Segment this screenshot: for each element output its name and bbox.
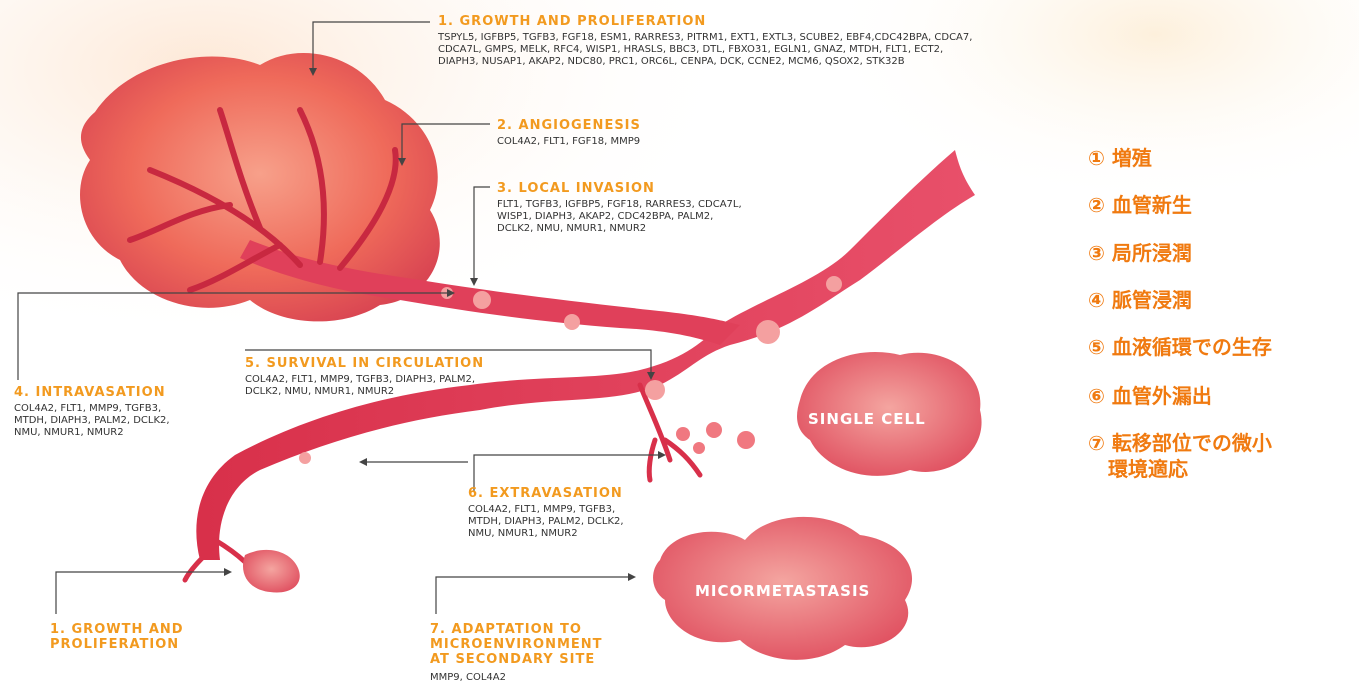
stage1-bottom-title: 1. GROWTH AND PROLIFERATION — [50, 622, 184, 652]
stage1-title: 1. GROWTH AND PROLIFERATION — [438, 14, 706, 29]
legend-item-6: ⑥ 血管外漏出 — [1088, 383, 1212, 409]
stage1-genes: TSPYL5, IGFBP5, TGFB3, FGF18, ESM1, RARR… — [438, 32, 1098, 68]
stage6-title: 6. EXTRAVASATION — [468, 486, 623, 501]
legend-item-1: ① 増殖 — [1088, 145, 1152, 171]
stage7-genes: MMP9, COL4A2 — [430, 672, 506, 684]
legend-item-4: ④ 脈管浸潤 — [1088, 287, 1192, 313]
legend-item-5: ⑤ 血液循環での生存 — [1088, 334, 1272, 360]
stage6-genes: COL4A2, FLT1, MMP9, TGFB3, MTDH, DIAPH3,… — [468, 504, 698, 540]
single-cell-label: SINGLE CELL — [808, 410, 926, 428]
stage2-title: 2. ANGIOGENESIS — [497, 118, 641, 133]
stage3-genes: FLT1, TGFB3, IGFBP5, FGF18, RARRES3, CDC… — [497, 199, 827, 235]
stage4-title: 4. INTRAVASATION — [14, 385, 166, 400]
stage3-title: 3. LOCAL INVASION — [497, 181, 655, 196]
stage2-genes: COL4A2, FLT1, FGF18, MMP9 — [497, 136, 640, 148]
stage5-genes: COL4A2, FLT1, MMP9, TGFB3, DIAPH3, PALM2… — [245, 374, 575, 398]
stage4-genes: COL4A2, FLT1, MMP9, TGFB3, MTDH, DIAPH3,… — [14, 403, 244, 439]
micrometastasis-label: MICORMETASTASIS — [695, 582, 870, 600]
legend-item-2: ② 血管新生 — [1088, 192, 1192, 218]
legend-item-3: ③ 局所浸潤 — [1088, 240, 1192, 266]
stage5-title: 5. SURVIVAL IN CIRCULATION — [245, 356, 484, 371]
stage7-title: 7. ADAPTATION TO MICROENVIRONMENT AT SEC… — [430, 622, 603, 667]
legend-item-7: ⑦ 転移部位での微小 環境適応 — [1088, 430, 1272, 482]
